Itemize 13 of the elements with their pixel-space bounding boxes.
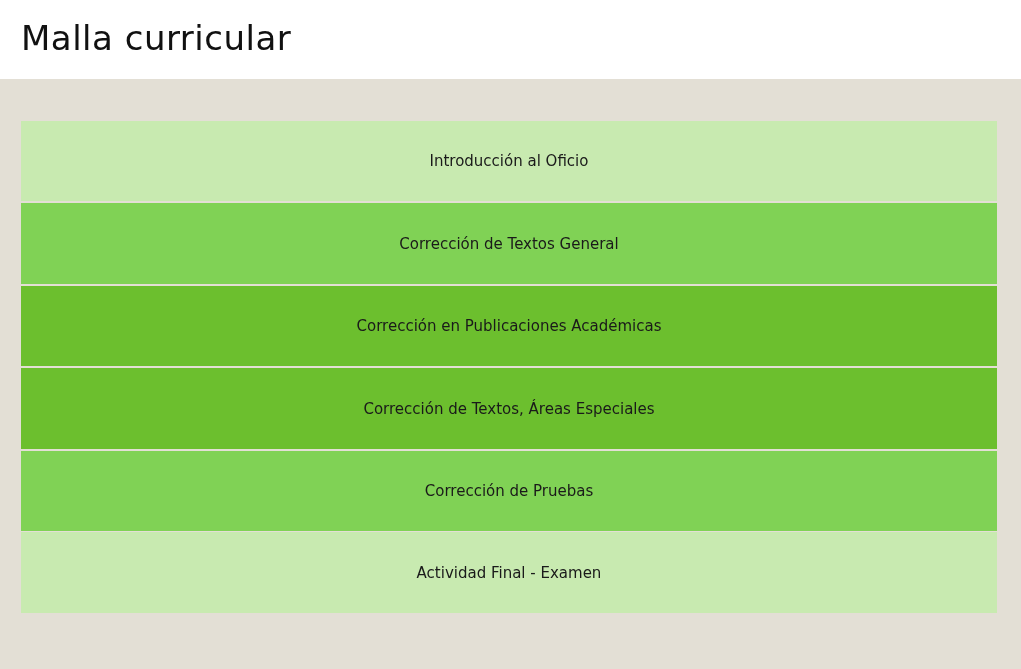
course-name: Corrección en Publicaciones Académicas — [356, 317, 662, 335]
course-name: Corrección de Textos, Áreas Especiales — [363, 399, 655, 418]
course-name: Actividad Final - Examen — [416, 563, 602, 582]
course-band — [21, 451, 997, 531]
course-band — [21, 203, 997, 284]
page-title: Malla curricular — [21, 17, 292, 60]
course-band — [21, 121, 997, 201]
course-name: Corrección de Textos General — [399, 234, 619, 253]
course-name: Introducción al Oficio — [429, 152, 589, 170]
course-band — [21, 368, 997, 449]
course-name: Corrección de Pruebas — [424, 482, 594, 500]
course-band — [21, 286, 997, 366]
course-band — [21, 532, 997, 613]
